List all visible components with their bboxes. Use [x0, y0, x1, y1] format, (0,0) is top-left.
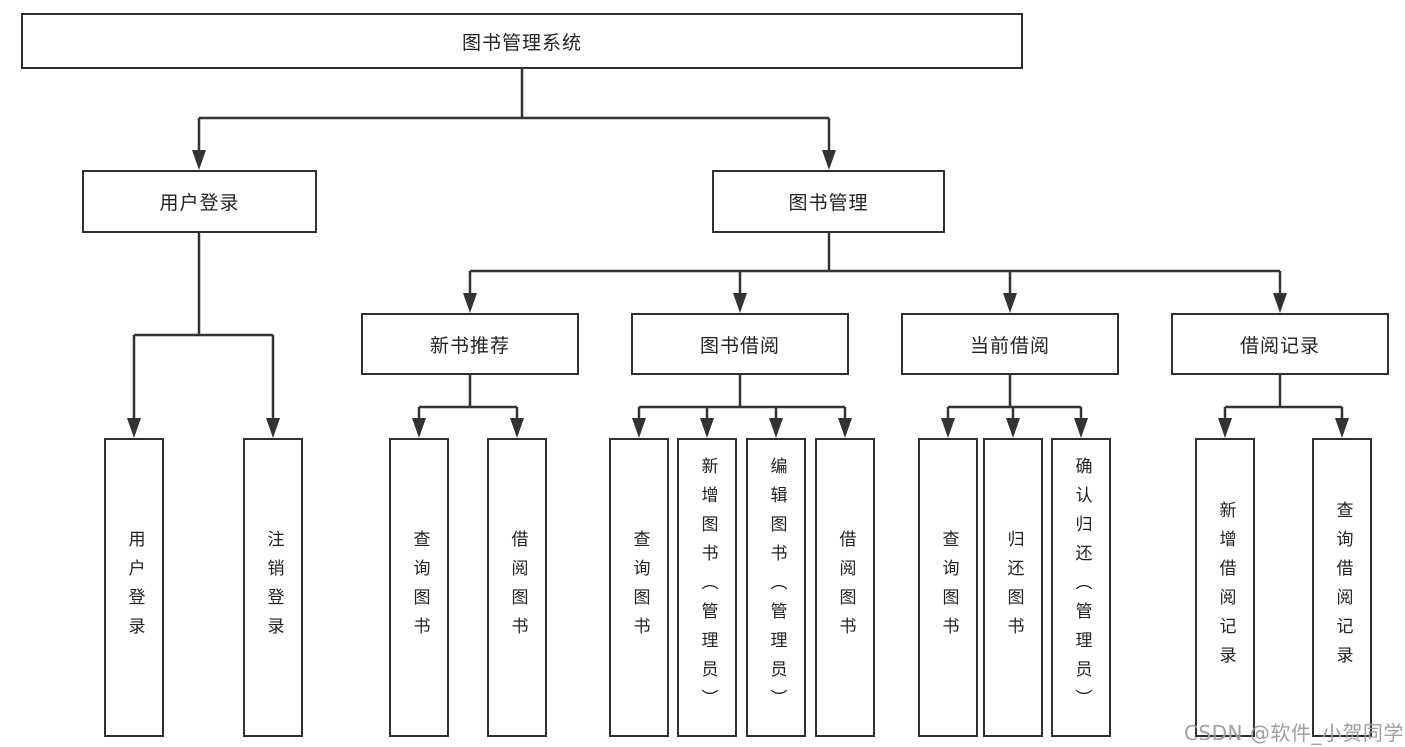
node-borrow-records-label: 借阅记录 [1239, 334, 1320, 357]
leaf-borrow-books: 借阅图书 [815, 438, 875, 737]
node-book-management-label: 图书管理 [788, 192, 869, 214]
leaf-query-books-recommend-label: 查询图书 [409, 529, 430, 646]
leaf-add-borrow-record: 新增借阅记录 [1195, 438, 1255, 737]
leaf-query-books-current: 查询图书 [918, 438, 978, 737]
leaf-query-books-recommend: 查询图书 [389, 438, 449, 737]
leaf-logout-label: 注销登录 [263, 529, 284, 646]
leaf-confirm-return-admin: 确认归还（管理员） [1051, 438, 1111, 737]
leaf-query-borrow-record: 查询借阅记录 [1312, 438, 1372, 737]
leaf-query-books-borrow-label: 查询图书 [629, 529, 650, 646]
leaf-borrow-books-recommend: 借阅图书 [487, 438, 547, 737]
node-book-borrow-label: 图书借阅 [699, 334, 780, 357]
node-book-borrow: 图书借阅 [631, 313, 849, 375]
leaf-logout: 注销登录 [243, 438, 303, 737]
node-book-management: 图书管理 [712, 170, 945, 233]
leaf-return-books-label: 归还图书 [1003, 529, 1024, 646]
leaf-user-login: 用户登录 [104, 438, 164, 737]
node-borrow-records: 借阅记录 [1171, 313, 1389, 375]
node-user-login-label: 用户登录 [159, 192, 240, 214]
leaf-query-books-current-label: 查询图书 [938, 529, 959, 646]
leaf-borrow-books-recommend-label: 借阅图书 [507, 529, 528, 646]
node-root: 图书管理系统 [21, 13, 1023, 69]
leaf-edit-books-admin-label: 编辑图书（管理员） [766, 457, 787, 718]
node-current-borrow-label: 当前借阅 [969, 334, 1050, 357]
leaf-user-login-label: 用户登录 [124, 529, 145, 646]
leaf-add-books-admin-label: 新增图书（管理员） [697, 457, 718, 718]
leaf-confirm-return-admin-label: 确认归还（管理员） [1071, 457, 1092, 718]
leaf-edit-books-admin: 编辑图书（管理员） [746, 438, 806, 737]
node-root-label: 图书管理系统 [461, 31, 582, 54]
watermark: CSDN @软件_小贺同学 [1184, 721, 1404, 745]
leaf-query-borrow-record-label: 查询借阅记录 [1332, 500, 1353, 675]
leaf-return-books: 归还图书 [983, 438, 1043, 737]
leaf-add-borrow-record-label: 新增借阅记录 [1215, 500, 1236, 675]
node-new-book-recommend-label: 新书推荐 [429, 334, 510, 357]
arrowhead-icons [127, 150, 1349, 438]
leaf-query-books-borrow: 查询图书 [609, 438, 669, 737]
node-user-login: 用户登录 [82, 170, 317, 233]
node-current-borrow: 当前借阅 [901, 313, 1119, 375]
leaf-borrow-books-label: 借阅图书 [835, 529, 856, 646]
leaf-add-books-admin: 新增图书（管理员） [677, 438, 737, 737]
node-new-book-recommend: 新书推荐 [361, 313, 579, 375]
